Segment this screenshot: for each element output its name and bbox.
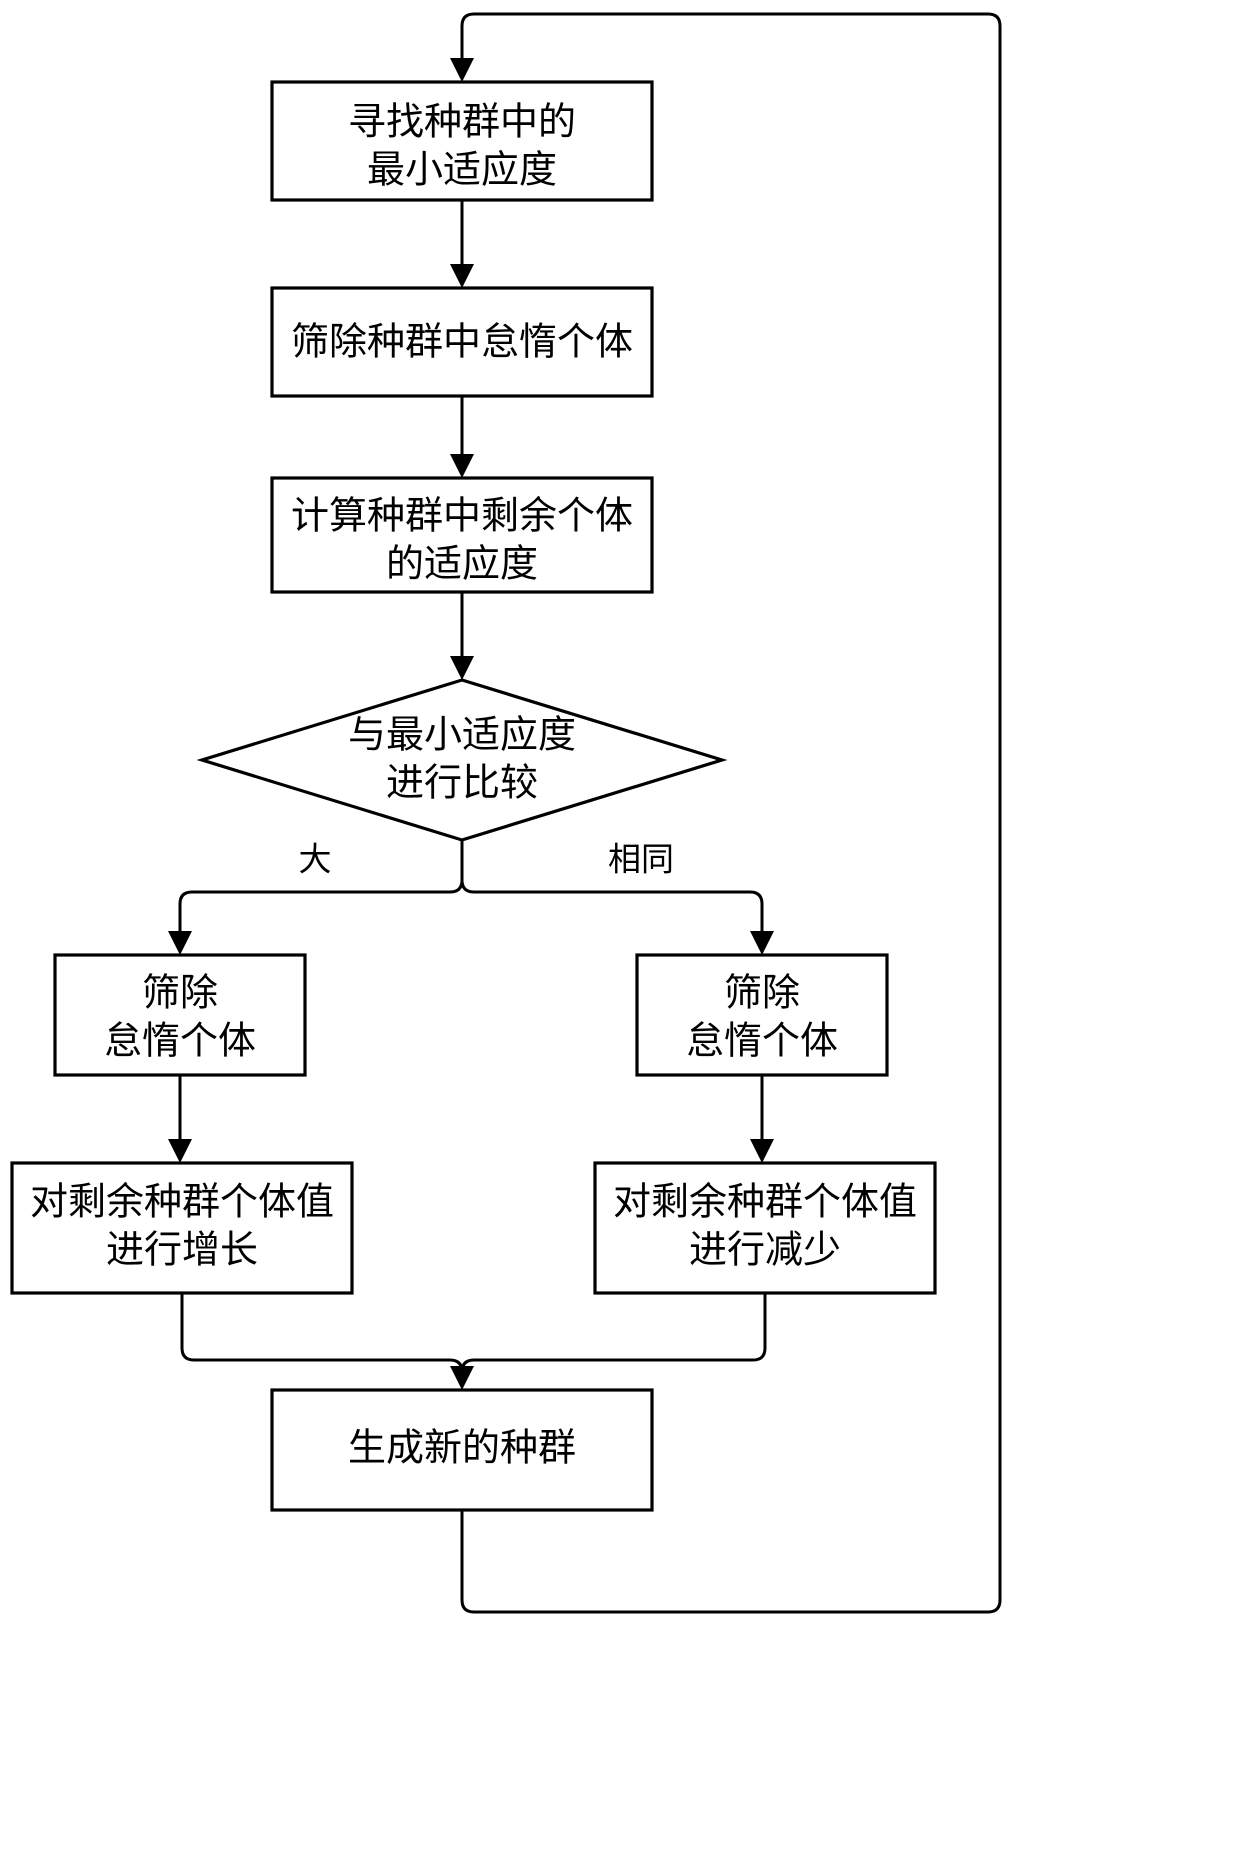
connector-left-filter-to-increase: [168, 1075, 192, 1163]
connector-branch-left-arrowhead: [168, 931, 192, 955]
connector-merge-right-path: [460, 1293, 767, 1373]
node-increase-remaining-values[interactable]: 对剩余种群个体值 进行增长: [10, 1161, 354, 1295]
node-filter-lazy-left[interactable]: 筛除 怠惰个体: [53, 953, 307, 1077]
connector-branch-right-arrowhead: [750, 931, 774, 955]
connector-compute-to-decision: [450, 592, 474, 680]
connector-left-filter-to-increase-arrowhead: [168, 1139, 192, 1163]
connector-branch-right-path: [460, 879, 764, 935]
node-generate-new-population-box: [270, 1388, 654, 1512]
connector-filter-to-compute-arrowhead: [450, 454, 474, 478]
node-generate-new-population-line1: 生成新的种群: [348, 1426, 576, 1470]
node-compare-with-min-fitness[interactable]: 与最小适应度 进行比较: [196, 678, 728, 842]
node-filter-lazy-right-line2: 怠惰个体: [686, 1019, 838, 1063]
connector-right-filter-to-decrease-arrowhead: [750, 1139, 774, 1163]
node-filter-lazy-right-box: [635, 953, 889, 1077]
node-find-min-fitness-box: [270, 80, 654, 202]
connector-compute-to-decision-arrowhead: [450, 656, 474, 680]
node-compute-remaining-fitness-box: [270, 476, 654, 594]
connector-feedback-loop: [450, 12, 1002, 1614]
node-filter-lazy-left-line1: 筛除: [142, 971, 218, 1015]
node-filter-lazy-left-line2: 怠惰个体: [104, 1019, 256, 1063]
node-increase-remaining-values-line2: 进行增长: [106, 1228, 258, 1272]
node-decrease-remaining-values[interactable]: 对剩余种群个体值 进行减少: [593, 1161, 937, 1295]
connector-decision-split: [168, 840, 774, 955]
connector-merge-left-path: [180, 1293, 464, 1373]
node-filter-lazy-left-box: [53, 953, 307, 1077]
edge-label-branch-equal: 相同: [608, 840, 674, 879]
node-generate-new-population[interactable]: 生成新的种群: [270, 1388, 654, 1512]
connector-merge-arrowhead: [450, 1366, 474, 1390]
connector-branch-left-path: [178, 879, 464, 935]
node-filter-lazy-population-line1: 筛除种群中怠惰个体: [291, 320, 633, 364]
edge-label-branch-greater: 大: [299, 840, 332, 879]
node-compute-remaining-fitness-line2: 的适应度: [386, 542, 538, 586]
node-filter-lazy-right[interactable]: 筛除 怠惰个体: [635, 953, 889, 1077]
connector-right-filter-to-decrease: [750, 1075, 774, 1163]
node-compare-with-min-fitness-line2: 进行比较: [386, 761, 538, 805]
node-filter-lazy-population-box: [270, 286, 654, 398]
node-find-min-fitness-line2: 最小适应度: [367, 148, 557, 192]
node-compute-remaining-fitness-line1: 计算种群中剩余个体: [291, 494, 633, 538]
node-find-min-fitness-line1: 寻找种群中的: [348, 100, 576, 144]
node-decrease-remaining-values-line1: 对剩余种群个体值: [613, 1180, 917, 1224]
node-filter-lazy-population[interactable]: 筛除种群中怠惰个体: [270, 286, 654, 398]
node-increase-remaining-values-line1: 对剩余种群个体值: [30, 1180, 334, 1224]
connector-merge-to-generate: [180, 1293, 767, 1390]
node-decrease-remaining-values-line2: 进行减少: [689, 1228, 841, 1272]
node-find-min-fitness[interactable]: 寻找种群中的 最小适应度: [270, 80, 654, 202]
connector-filter-to-compute: [450, 396, 474, 478]
connector-find-to-filter: [450, 200, 474, 288]
connector-find-to-filter-arrowhead: [450, 264, 474, 288]
node-compare-with-min-fitness-line1: 与最小适应度: [348, 713, 576, 757]
node-filter-lazy-right-line1: 筛除: [724, 971, 800, 1015]
feedback-loop-arrowhead: [450, 58, 474, 82]
node-compute-remaining-fitness[interactable]: 计算种群中剩余个体 的适应度: [270, 476, 654, 594]
feedback-loop-path: [460, 12, 1002, 1614]
